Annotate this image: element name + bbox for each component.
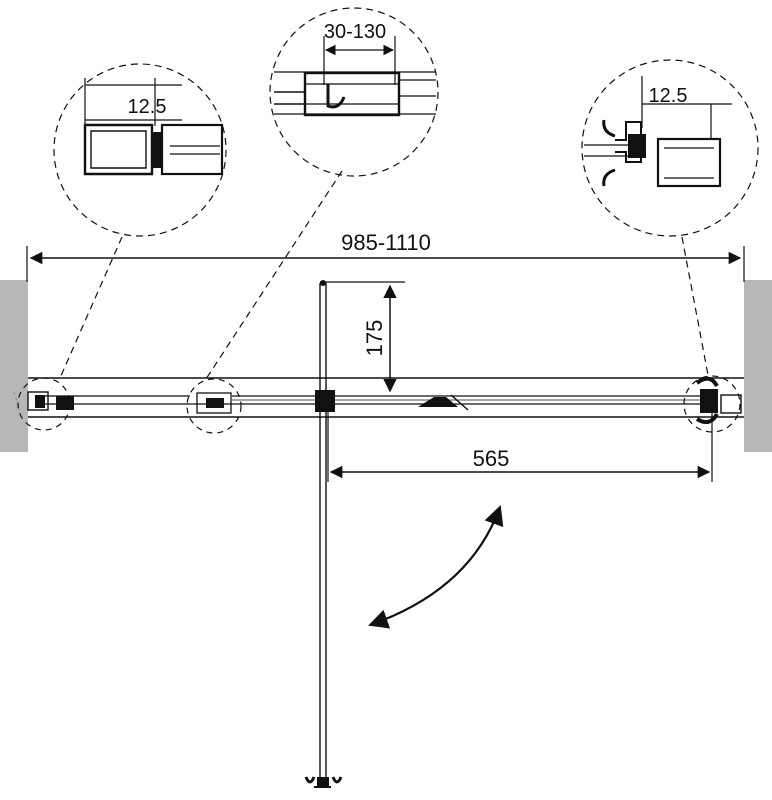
door-depth-label: 175: [362, 320, 387, 357]
left-callout-circle: [17, 377, 71, 431]
middle-callout-circle: [186, 378, 242, 434]
swing-door-panel: [304, 280, 343, 788]
top-detail: 30-130: [269, 7, 439, 177]
right-end-fitting: [695, 376, 742, 425]
overall-width-label: 985-1110: [341, 230, 431, 255]
left-wall: [0, 280, 28, 452]
middle-detail-leader: [205, 170, 343, 380]
right-detail-dimension-label: 12.5: [649, 85, 688, 107]
right-callout-circle: [683, 375, 741, 433]
left-detail: 12.5: [53, 63, 227, 237]
opening-swing-arrow: [368, 505, 504, 629]
door-depth-dimension: 175: [320, 281, 405, 393]
right-wall: [744, 280, 772, 452]
top-detail-dimension-label: 30-130: [324, 21, 386, 43]
door-width-label: 565: [473, 446, 510, 471]
track-profile-assembly: [28, 377, 744, 418]
left-detail-leader: [59, 236, 123, 379]
left-detail-dimension-label: 12.5: [128, 96, 167, 118]
overall-width-dimension: 985-1110: [26, 230, 745, 282]
right-detail: 12.5: [581, 59, 759, 237]
door-width-dimension: 565: [327, 410, 713, 482]
